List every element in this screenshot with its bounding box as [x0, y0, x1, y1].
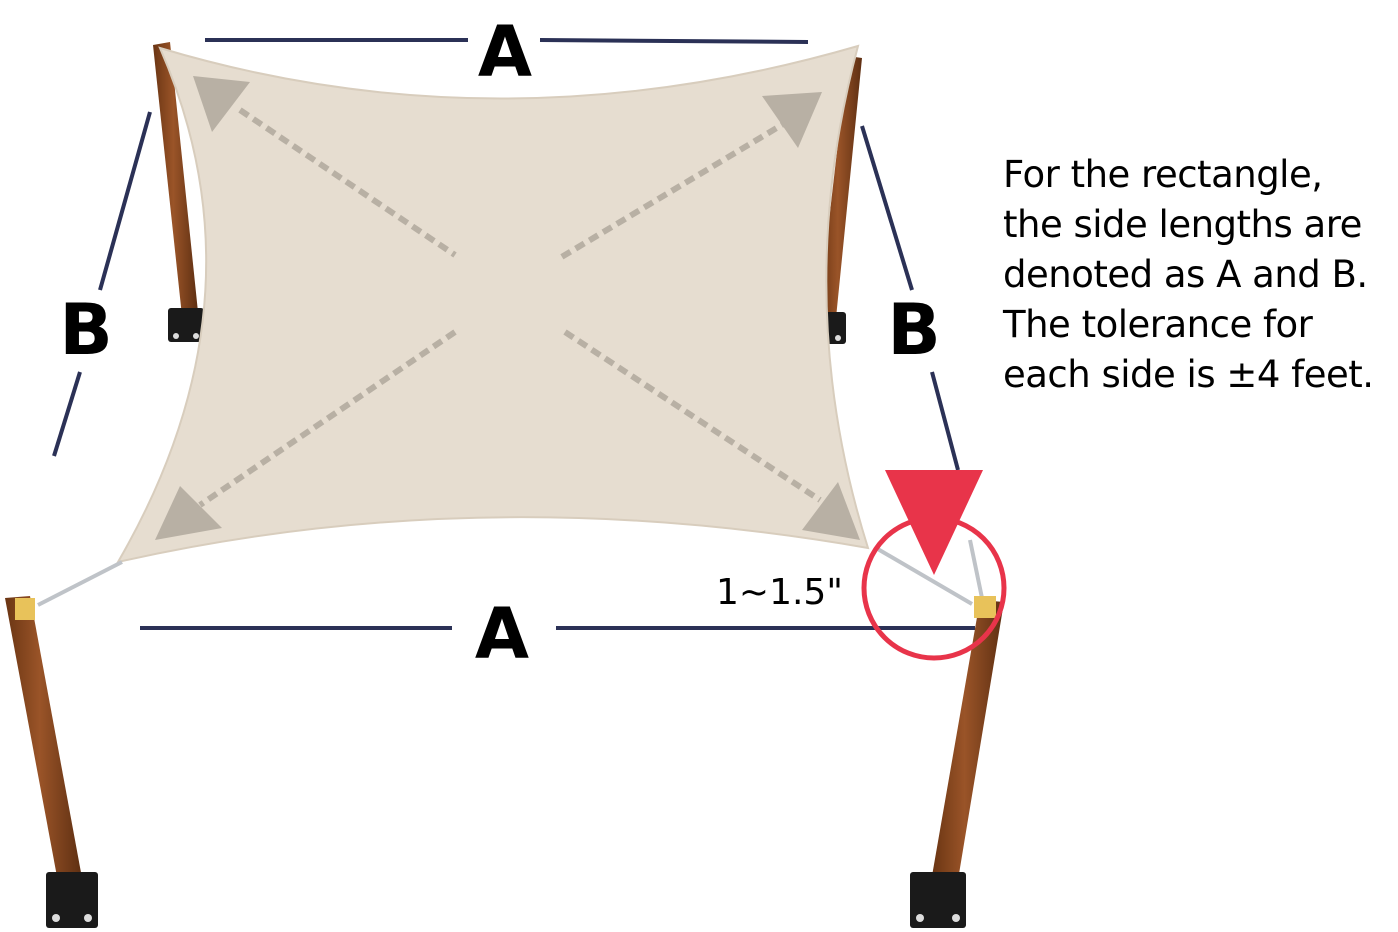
front-right-post [910, 596, 1004, 928]
top-dimension-line-right [539, 38, 809, 44]
description-line: For the rectangle, [1003, 153, 1323, 196]
left-dimension-line-top [98, 111, 152, 291]
right-dimension-line-top [860, 125, 914, 291]
side-b-right-label: B [887, 289, 940, 371]
description-line: The tolerance for [1003, 303, 1313, 346]
mounting-bracket-icon [46, 872, 98, 928]
description-line: denoted as A and B. [1003, 253, 1368, 296]
tolerance-description: For the rectangle, the side lengths are … [1003, 150, 1395, 400]
arrowhead-bottom-right-icon [802, 482, 860, 540]
shade-sail [115, 44, 870, 564]
side-a-top-label: A [478, 11, 532, 93]
side-a-bottom-label: A [475, 593, 529, 675]
mounting-bracket-icon [910, 872, 966, 928]
arrowhead-bottom-left-icon [155, 486, 222, 540]
description-line: each side is ±4 feet. [1003, 353, 1374, 396]
mounting-bracket-icon [974, 596, 996, 618]
left-dimension-line-bottom [52, 371, 82, 457]
front-left-post [5, 596, 98, 928]
arrowheads [155, 76, 860, 540]
gap-measurement-label: 1~1.5" [716, 572, 843, 613]
back-left-post [153, 42, 204, 342]
tension-cables [37, 539, 984, 607]
dimension-lines [52, 38, 975, 630]
red-triangle-marker-icon [885, 470, 983, 575]
arrowhead-top-left-icon [193, 76, 250, 132]
right-dimension-line-bottom [930, 371, 960, 471]
arrowhead-top-right-icon [762, 92, 822, 148]
diagonal-arrows [198, 107, 822, 508]
side-b-left-label: B [59, 289, 112, 371]
description-line: the side lengths are [1003, 203, 1362, 246]
mounting-bracket-icon [15, 598, 35, 620]
